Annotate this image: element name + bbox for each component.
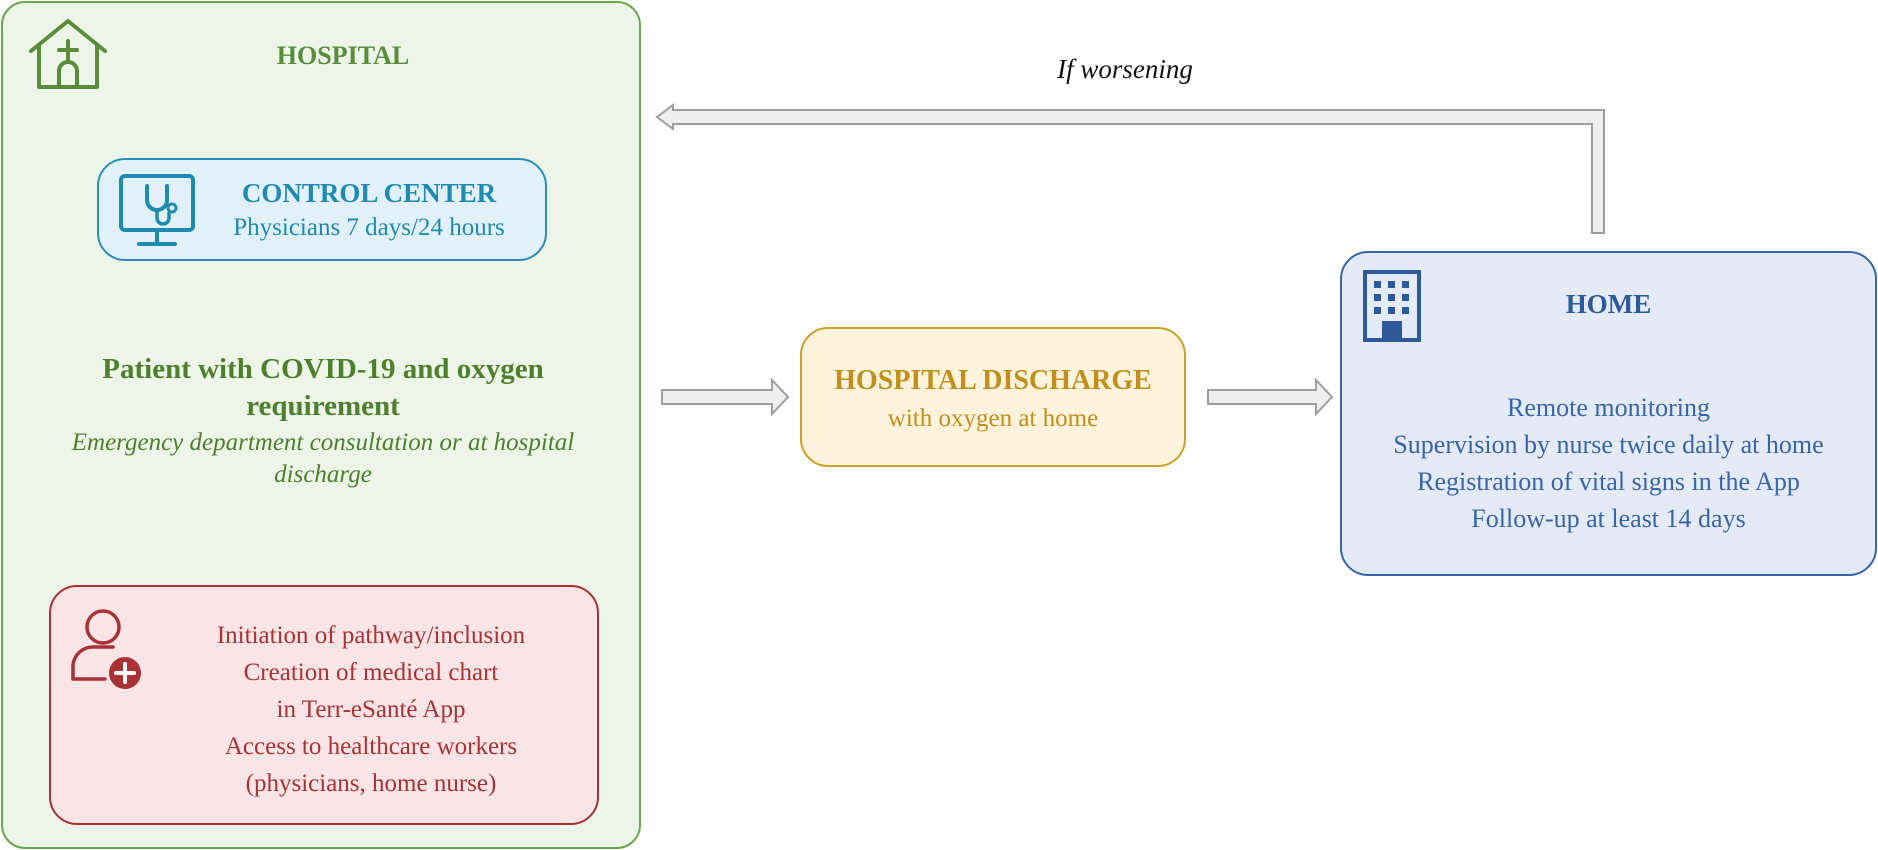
inclusion-line: Initiation of pathway/inclusion [216,622,526,649]
inclusion-line: Creation of medical chart [243,659,499,686]
patient-title: Patient with COVID-19 and oxygen require… [102,353,544,422]
home-line: Follow-up at least 14 days [1471,504,1746,533]
arrow-hospital-to-discharge [661,377,790,417]
patient-subtitle: Emergency department consultation or at … [71,429,575,488]
hospital-discharge-box: HOSPITAL DISCHARGE with oxygen at home [800,327,1186,467]
inclusion-line: in Terr-eSanté App [276,696,466,723]
inclusion-line: (physicians, home nurse) [245,770,497,797]
home-line: Supervision by nurse twice daily at home [1393,430,1824,459]
inclusion-lines: Initiation of pathway/inclusion Creation… [161,617,581,802]
user-add-icon [71,609,141,689]
home-line: Remote monitoring [1507,393,1710,422]
monitor-stethoscope-icon [119,174,195,246]
worsening-label: If worsening [1057,54,1193,84]
control-center-subtitle: Physicians 7 days/24 hours [233,214,505,241]
arrow-worsening-feedback [655,103,1605,234]
hospital-title: HOSPITAL [276,41,410,70]
arrow-discharge-to-home [1207,377,1334,417]
inclusion-box: Initiation of pathway/inclusion Creation… [49,585,599,825]
home-line: Registration of vital signs in the App [1417,467,1800,496]
home-lines: Remote monitoring Supervision by nurse t… [1342,389,1875,537]
hospital-house-icon [29,19,107,89]
inclusion-line: Access to healthcare workers [224,733,518,760]
control-center-box: CONTROL CENTER Physicians 7 days/24 hour… [97,158,547,261]
home-title: HOME [1565,289,1652,319]
home-box: HOME Remote monitoring Supervision by nu… [1340,251,1877,576]
hospital-panel: HOSPITAL CONTROL CENTER Physicians 7 day… [1,1,641,849]
discharge-subtitle: with oxygen at home [887,405,1099,432]
discharge-title: HOSPITAL DISCHARGE [834,365,1152,396]
building-icon [1363,270,1421,342]
control-center-title: CONTROL CENTER [241,178,497,208]
